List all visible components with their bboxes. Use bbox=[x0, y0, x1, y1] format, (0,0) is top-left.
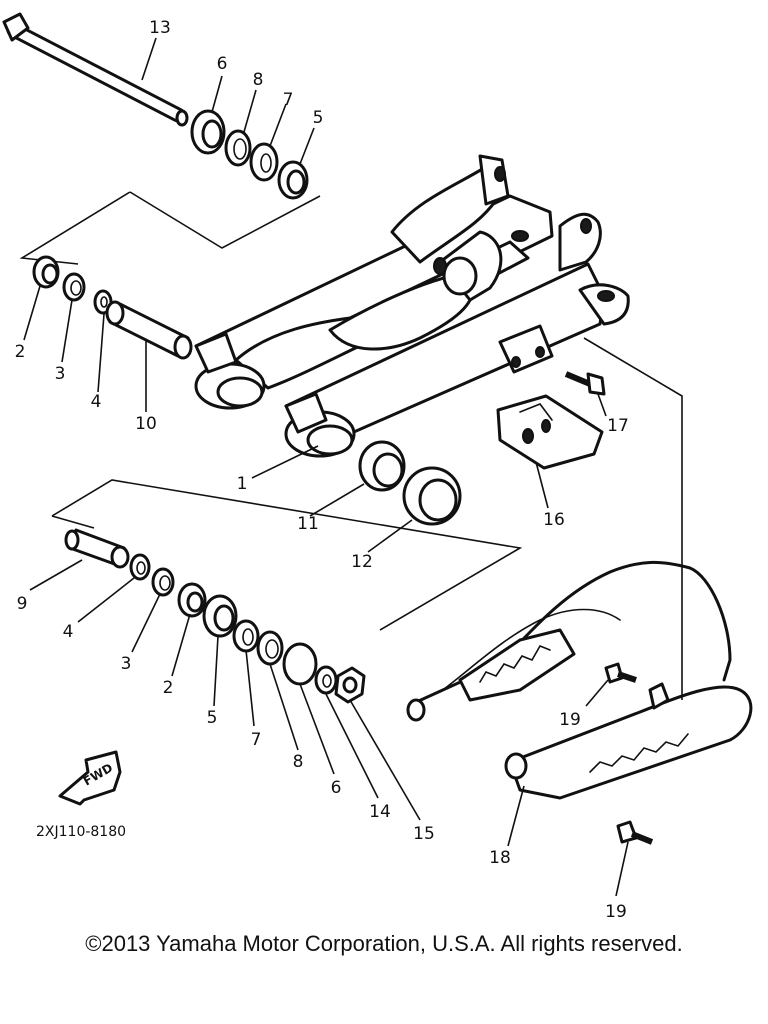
callout-10: 10 bbox=[135, 414, 157, 434]
callout-4-lower: 4 bbox=[63, 622, 74, 642]
callout-19-lower: 19 bbox=[605, 902, 627, 922]
callout-12: 12 bbox=[351, 552, 373, 572]
callout-6: 6 bbox=[217, 54, 228, 74]
swingarm bbox=[194, 154, 630, 458]
callout-13: 13 bbox=[149, 18, 171, 38]
callout-2-lower: 2 bbox=[163, 678, 174, 698]
lower-bearing-set bbox=[64, 528, 366, 704]
callout-7: 7 bbox=[283, 90, 294, 110]
foot-guard bbox=[406, 560, 753, 800]
chain-guard-block bbox=[496, 394, 604, 470]
callout-5-lower: 5 bbox=[207, 708, 218, 728]
callout-5: 5 bbox=[313, 108, 324, 128]
left-bearing-set bbox=[32, 255, 113, 315]
pivot-shaft bbox=[2, 12, 189, 127]
guard-bolt bbox=[564, 371, 606, 396]
swingarm-bushings bbox=[358, 440, 462, 526]
callout-18: 18 bbox=[489, 848, 511, 868]
copyright-notice: ©2013 Yamaha Motor Corporation, U.S.A. A… bbox=[85, 931, 683, 956]
callout-3-lower: 3 bbox=[121, 654, 132, 674]
fwd-arrow-icon: FWD bbox=[58, 750, 122, 806]
drawing-code: 2XJ110-8180 bbox=[36, 824, 126, 840]
callout-3: 3 bbox=[55, 364, 66, 384]
callout-17: 17 bbox=[607, 416, 629, 436]
leader-lines bbox=[23, 37, 629, 897]
collar-upper bbox=[105, 300, 193, 360]
callout-2: 2 bbox=[15, 342, 26, 362]
upper-group-outline bbox=[19, 191, 131, 265]
callout-19: 19 bbox=[559, 710, 581, 730]
callout-7-lower: 7 bbox=[251, 730, 262, 750]
callout-14: 14 bbox=[369, 802, 391, 822]
callout-8: 8 bbox=[253, 70, 264, 90]
callout-8-lower: 8 bbox=[293, 752, 304, 772]
callout-16: 16 bbox=[543, 510, 565, 530]
callout-labels: 13 6 8 7 5 2 3 4 10 1 11 12 16 17 9 4 3 … bbox=[15, 18, 629, 922]
callout-6-lower: 6 bbox=[331, 778, 342, 798]
callout-1: 1 bbox=[237, 474, 248, 494]
lower-group-outline bbox=[51, 479, 523, 631]
callout-15: 15 bbox=[413, 824, 435, 844]
upper-bearing-set bbox=[190, 109, 309, 200]
callout-11: 11 bbox=[297, 514, 319, 534]
foot-guard-bolts bbox=[604, 662, 654, 845]
callout-9: 9 bbox=[17, 594, 28, 614]
callout-4: 4 bbox=[91, 392, 102, 412]
